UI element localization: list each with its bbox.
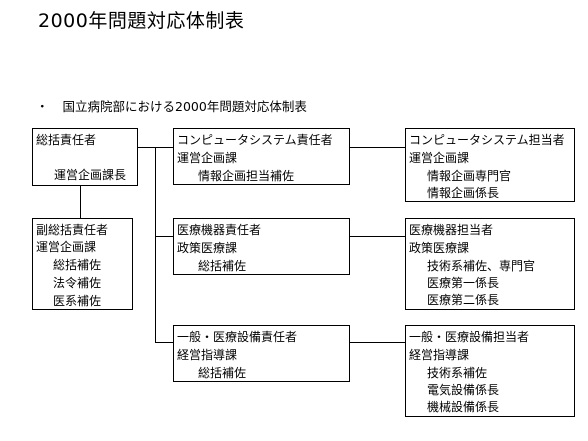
box-heading: 医療機器担当者 [409,223,494,237]
computer-staff-box: コンピュータシステム担当者 運営企画課 情報企画専門官 情報企画係長 [405,128,575,202]
box-line: 医療第一係長 [427,276,500,290]
medical-equipment-staff-box: 医療機器担当者 政策医療課 技術系補佐、専門官 医療第一係長 医療第二係長 [405,218,575,310]
medical-equipment-manager-box: 医療機器責任者 政策医療課 総括補佐 [173,218,350,275]
box-line: 医系補佐 [53,294,102,308]
box-line: 情報企画係長 [427,186,500,200]
box-line: 電気設備係長 [427,383,500,397]
box-heading: コンピュータシステム責任者 [177,133,333,147]
box-line: 経営指導課 [177,348,238,362]
box-line: 医療第二係長 [427,293,500,307]
box-heading: 総括責任者 [36,133,97,147]
box-line: 政策医療課 [177,241,238,255]
box-line: 運営企画課 [36,240,97,254]
box-line: 政策医療課 [409,241,470,255]
box-line: 総括補佐 [198,366,247,380]
box-line: 情報企画専門官 [427,169,512,183]
page-title: 2000年問題対応体制表 [38,10,245,32]
box-line: 運営企画課 [409,151,470,165]
deputy-manager-box: 副総括責任者 運営企画課 総括補佐 法令補佐 医系補佐 [32,218,133,310]
box-line: 機械設備係長 [427,400,500,414]
box-line: 運営企画課長 [54,168,127,182]
box-heading: 一般・医療設備責任者 [177,330,298,344]
box-heading: 一般・医療設備担当者 [409,330,530,344]
subtitle-text: 国立病院部における2000年問題対応体制表 [62,99,307,114]
box-line: 技術系補佐、専門官 [427,259,536,273]
box-heading: コンピュータシステム担当者 [409,133,565,147]
box-line: 総括補佐 [198,259,247,273]
box-heading: 副総括責任者 [36,223,109,237]
computer-manager-box: コンピュータシステム責任者 運営企画課 情報企画担当補佐 [173,128,350,185]
box-line: 情報企画担当補佐 [198,169,295,183]
box-line: 技術系補佐 [427,366,488,380]
box-line: 法令補佐 [53,276,102,290]
facility-manager-box: 一般・医療設備責任者 経営指導課 総括補佐 [173,325,350,382]
box-line: 運営企画課 [177,151,238,165]
general-manager-box: 総括責任者 運営企画課長 [32,128,138,186]
bullet-mark: ・ [36,99,49,114]
box-heading: 医療機器責任者 [177,223,262,237]
box-line: 経営指導課 [409,348,470,362]
subtitle: ・国立病院部における2000年問題対応体制表 [36,96,307,115]
facility-staff-box: 一般・医療設備担当者 経営指導課 技術系補佐 電気設備係長 機械設備係長 [405,325,575,417]
box-line: 総括補佐 [53,258,102,272]
